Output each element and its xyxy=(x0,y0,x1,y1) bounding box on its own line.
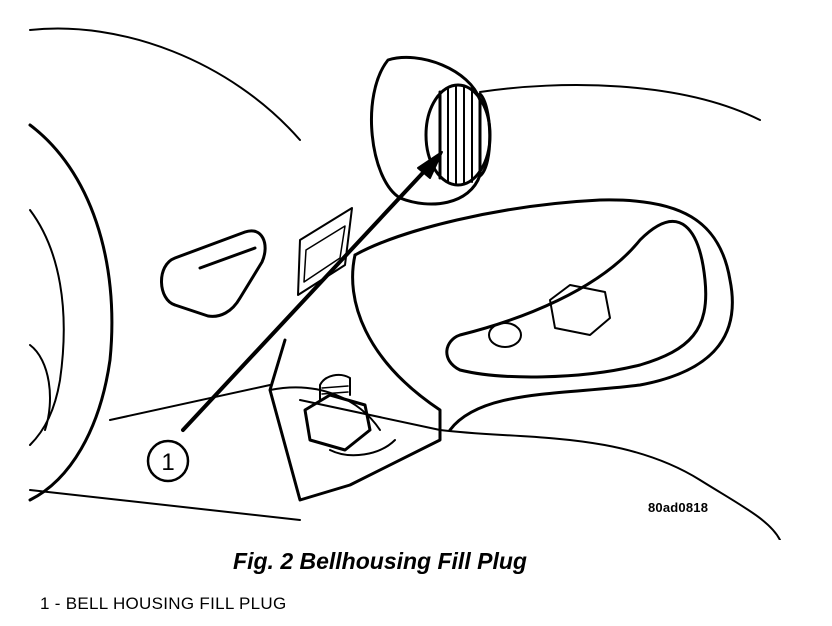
reference-code: 80ad0818 xyxy=(648,500,709,515)
callout-circle xyxy=(146,439,190,483)
hex-bolt xyxy=(303,373,396,457)
housing-tab-inner xyxy=(303,225,346,283)
casting-arm-outer xyxy=(353,198,734,432)
housing-slot-inner xyxy=(198,246,257,270)
housing-lower-line xyxy=(109,384,271,421)
casting-bolt-head xyxy=(488,322,522,348)
callout-number: 1 xyxy=(161,449,174,476)
casting-arm-inner xyxy=(445,219,708,379)
bellhousing-fill-plug-illustration: 1 xyxy=(28,27,781,540)
housing-tab xyxy=(297,207,353,296)
housing-outline xyxy=(29,27,301,141)
fill-plug xyxy=(438,85,492,185)
housing-slot xyxy=(160,229,267,318)
casting-top-edge xyxy=(479,84,761,121)
figure-caption: Fig. 2 Bellhousing Fill Plug xyxy=(233,548,527,574)
bracket-face xyxy=(299,399,441,431)
housing-inner-edge xyxy=(29,209,65,446)
plug-boss xyxy=(370,55,482,206)
callout-arrowhead xyxy=(417,151,443,179)
mounting-bracket xyxy=(268,253,442,502)
casting-hex-boss xyxy=(549,284,611,336)
housing-flange-arc xyxy=(29,344,51,431)
casting-lower-curve xyxy=(439,429,781,540)
housing-bottom-edge xyxy=(29,489,301,521)
housing-outer-edge xyxy=(28,123,114,502)
legend-item: 1 - BELL HOUSING FILL PLUG xyxy=(40,594,287,613)
callout-leader-line xyxy=(181,160,435,432)
bracket-edge xyxy=(269,386,381,431)
